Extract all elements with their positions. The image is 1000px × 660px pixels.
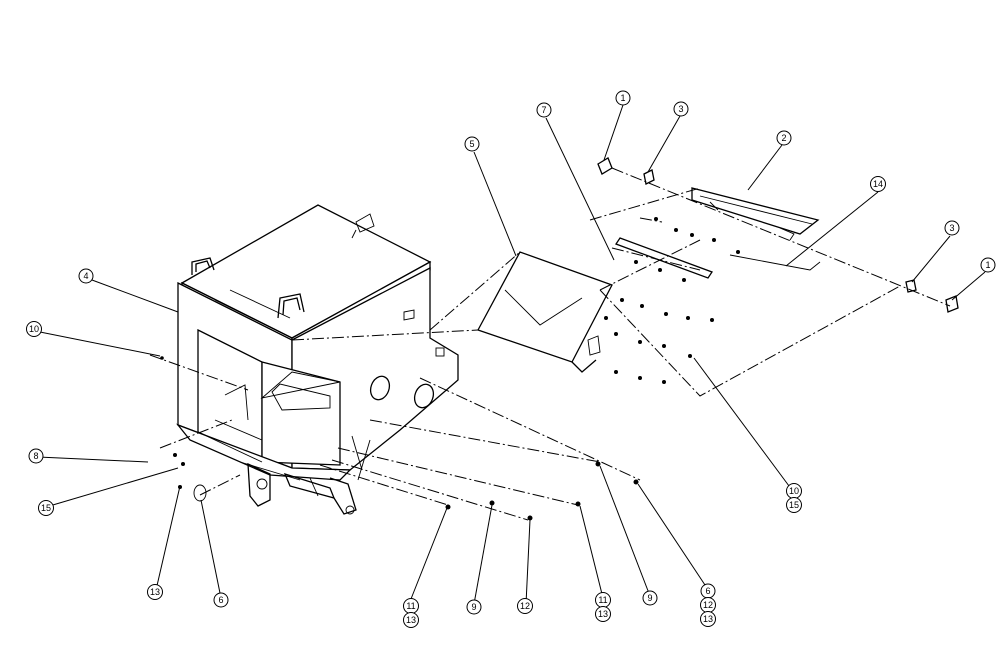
svg-text:2: 2 [781, 133, 786, 143]
callout-13: 13 [403, 612, 419, 628]
hopper-body [176, 204, 459, 515]
callout-1: 1 [615, 90, 631, 106]
callout-12: 12 [700, 597, 716, 613]
svg-text:8: 8 [33, 451, 38, 461]
svg-text:1: 1 [985, 260, 990, 270]
callout-15: 15 [786, 497, 802, 513]
callout-9: 9 [466, 599, 482, 615]
svg-text:15: 15 [789, 500, 799, 510]
svg-text:13: 13 [598, 609, 608, 619]
callout-10: 10 [26, 321, 42, 337]
svg-text:6: 6 [218, 595, 223, 605]
hardware-dots [160, 157, 959, 521]
callout-7: 7 [536, 102, 552, 118]
svg-text:15: 15 [41, 503, 51, 513]
callout-13: 13 [595, 606, 611, 622]
svg-text:9: 9 [647, 593, 652, 603]
callout-8: 8 [28, 448, 44, 464]
svg-text:10: 10 [789, 486, 799, 496]
top-panel [691, 187, 821, 271]
callout-11: 11 [595, 592, 611, 608]
strip-bar [615, 237, 713, 279]
callout-5: 5 [464, 136, 480, 152]
svg-text:11: 11 [406, 601, 415, 611]
svg-text:13: 13 [150, 587, 160, 597]
svg-text:12: 12 [703, 600, 713, 610]
callout-6: 6 [213, 592, 229, 608]
leader-lines [34, 104, 986, 605]
svg-text:10: 10 [29, 324, 39, 334]
svg-text:13: 13 [406, 615, 416, 625]
svg-text:5: 5 [469, 139, 474, 149]
svg-text:1: 1 [620, 93, 625, 103]
svg-text:6: 6 [705, 586, 710, 596]
cover-plate [477, 251, 613, 373]
callout-15: 15 [38, 500, 54, 516]
callout-4: 4 [78, 268, 94, 284]
svg-text:3: 3 [678, 104, 683, 114]
callout-13: 13 [147, 584, 163, 600]
svg-text:7: 7 [541, 105, 546, 115]
svg-text:11: 11 [598, 595, 607, 605]
callout-2: 2 [776, 130, 792, 146]
svg-text:9: 9 [471, 602, 476, 612]
callout-3: 3 [673, 101, 689, 117]
callout-3: 3 [944, 220, 960, 236]
svg-text:13: 13 [703, 614, 713, 624]
callout-balloons: 1 1 2 3 3 4 5 6 6 7 8 9 9 10 10 11 11 12… [26, 90, 996, 628]
callout-14: 14 [870, 176, 886, 192]
assembly-lines [149, 167, 951, 521]
svg-text:12: 12 [520, 601, 530, 611]
callout-6: 6 [700, 583, 716, 599]
svg-text:4: 4 [83, 271, 88, 281]
callout-11: 11 [403, 598, 419, 614]
callout-1: 1 [980, 257, 996, 273]
svg-text:3: 3 [949, 223, 954, 233]
callout-9: 9 [642, 590, 658, 606]
svg-text:14: 14 [873, 179, 883, 189]
callout-10: 10 [786, 483, 802, 499]
callout-13: 13 [700, 611, 716, 627]
callout-12: 12 [517, 598, 533, 614]
